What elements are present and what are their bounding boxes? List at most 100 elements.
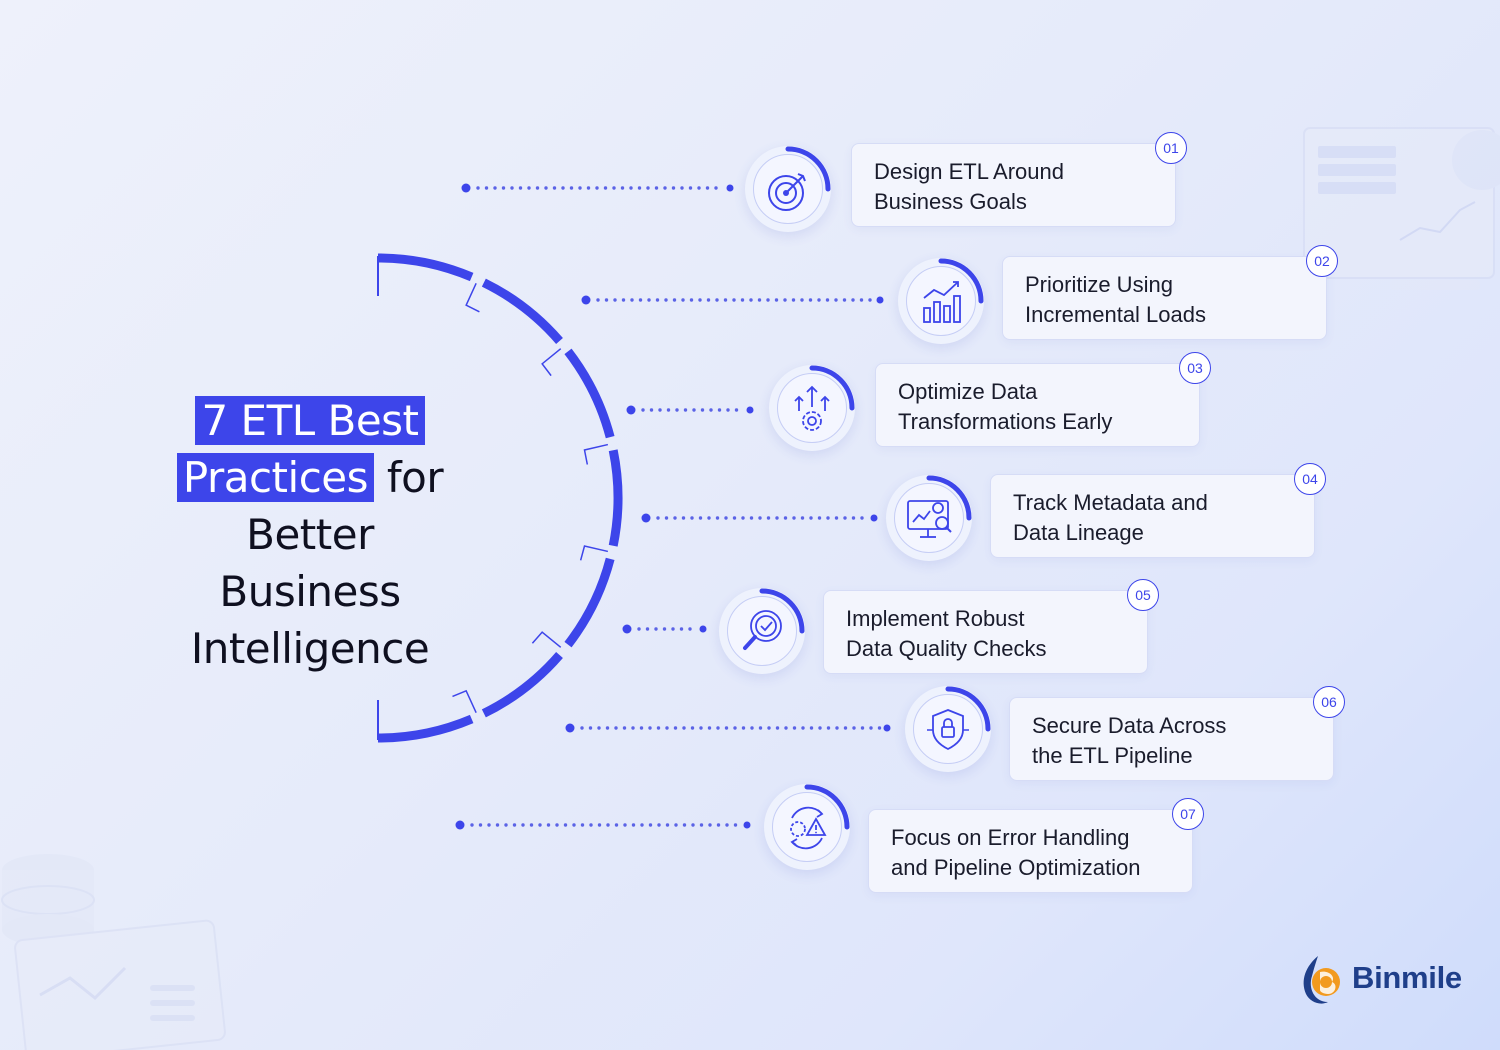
- connector-dot: [580, 726, 584, 730]
- item-3-line1: Optimize Data: [898, 379, 1038, 404]
- connector-dot: [544, 186, 548, 190]
- connector-dot: [843, 726, 848, 730]
- connector-end-dot: [876, 296, 884, 304]
- item-4-icon-circle: [886, 475, 972, 561]
- connector-dot: [809, 516, 813, 520]
- connector-dot: [709, 408, 713, 412]
- item-3-icon-circle: [769, 365, 855, 451]
- connector-end-dot: [726, 184, 734, 192]
- arc-notch: [541, 348, 562, 377]
- connector-dot: [680, 186, 684, 190]
- connector-dot: [637, 186, 642, 190]
- connector-dot: [589, 823, 593, 827]
- connector-dot: [817, 516, 822, 520]
- connector-dot: [622, 726, 627, 730]
- arc-notch: [583, 443, 609, 465]
- item-1-line2: Business Goals: [874, 189, 1027, 214]
- connector-dot: [476, 186, 480, 190]
- connector-dot: [595, 186, 599, 190]
- item-3-card: Optimize Data Transformations Early 03: [875, 352, 1211, 447]
- connector-dot: [868, 298, 872, 302]
- connector-dot: [629, 186, 633, 190]
- connector-dot: [705, 186, 710, 190]
- connector-dot: [749, 298, 753, 302]
- connector-dot: [775, 726, 780, 730]
- connector-dot: [851, 298, 855, 302]
- connector-dot: [834, 516, 839, 520]
- connector-dot: [645, 627, 650, 631]
- connector-dot: [757, 298, 762, 302]
- connector-dot: [597, 726, 601, 730]
- connector-dot: [640, 823, 644, 827]
- connector-dot: [666, 408, 671, 412]
- connector-dot: [586, 186, 591, 190]
- connector-dot: [648, 726, 652, 730]
- connector-dot: [767, 726, 771, 730]
- connector-dot: [664, 298, 668, 302]
- connector-start-dot: [455, 820, 465, 830]
- item-7-number-badge: 07: [1172, 798, 1204, 830]
- title-highlight-1: 7 ETL Best: [195, 396, 425, 445]
- connector-dot: [604, 298, 609, 302]
- connector-dot: [732, 516, 737, 520]
- connector-dot: [732, 298, 736, 302]
- connector-dot: [689, 298, 694, 302]
- connector-dot: [656, 516, 660, 520]
- connector-dot: [691, 823, 695, 827]
- item-1-icon-circle: [745, 146, 831, 232]
- connector-dot: [671, 627, 675, 631]
- connector-dot: [716, 726, 720, 730]
- connector-dot: [734, 408, 739, 412]
- item-1-number-badge: 01: [1155, 132, 1187, 164]
- item-2-icon-circle: [898, 258, 984, 344]
- item-5-icon-circle: [719, 588, 805, 674]
- connector-dot: [808, 298, 813, 302]
- connector-dot: [674, 823, 678, 827]
- connector-dot: [605, 726, 610, 730]
- connector-dot: [741, 516, 745, 520]
- connector-dot: [649, 408, 654, 412]
- item-4-number-badge: 04: [1294, 463, 1326, 495]
- item-4-line2: Data Lineage: [1013, 520, 1144, 545]
- item-6-line1: Secure Data Across: [1032, 713, 1227, 738]
- connector-dot: [682, 823, 687, 827]
- connector-dot: [697, 186, 701, 190]
- connector-dot: [672, 298, 677, 302]
- connector-dot: [699, 823, 704, 827]
- connector-dot: [623, 823, 627, 827]
- connector-dot: [681, 516, 686, 520]
- connector-dot: [835, 726, 839, 730]
- arc-segment: [564, 348, 615, 439]
- connector-dot: [658, 408, 662, 412]
- arc-notch: [531, 631, 562, 648]
- binmile-logo-icon: [1303, 956, 1340, 1004]
- connector-dot: [521, 823, 525, 827]
- connector-dot: [648, 823, 653, 827]
- connector-dot: [809, 726, 814, 730]
- connector-dot: [843, 516, 847, 520]
- connector-dot: [784, 726, 788, 730]
- connector-dot: [758, 516, 762, 520]
- connector-dot: [708, 823, 712, 827]
- item-2-number-badge: 02: [1306, 245, 1338, 277]
- connector-dot: [654, 627, 658, 631]
- connector-dot: [529, 823, 534, 827]
- connector-dot: [639, 726, 644, 730]
- connector-dot: [826, 516, 830, 520]
- connector-dot: [555, 823, 559, 827]
- connector-dot: [741, 726, 746, 730]
- page-title: 7 ETL Best Practices for Better Business…: [150, 392, 470, 677]
- connector-dot: [692, 408, 696, 412]
- connector-dot: [538, 823, 542, 827]
- connector-dot: [834, 298, 838, 302]
- connector-dot: [758, 726, 763, 730]
- connector-dot: [723, 298, 728, 302]
- connector-dot: [800, 516, 805, 520]
- connector-dot: [683, 408, 688, 412]
- connector-dot: [681, 298, 685, 302]
- connector-dot: [698, 516, 703, 520]
- connector-dot: [546, 823, 551, 827]
- connector-dot: [535, 186, 540, 190]
- connector-dot: [749, 516, 754, 520]
